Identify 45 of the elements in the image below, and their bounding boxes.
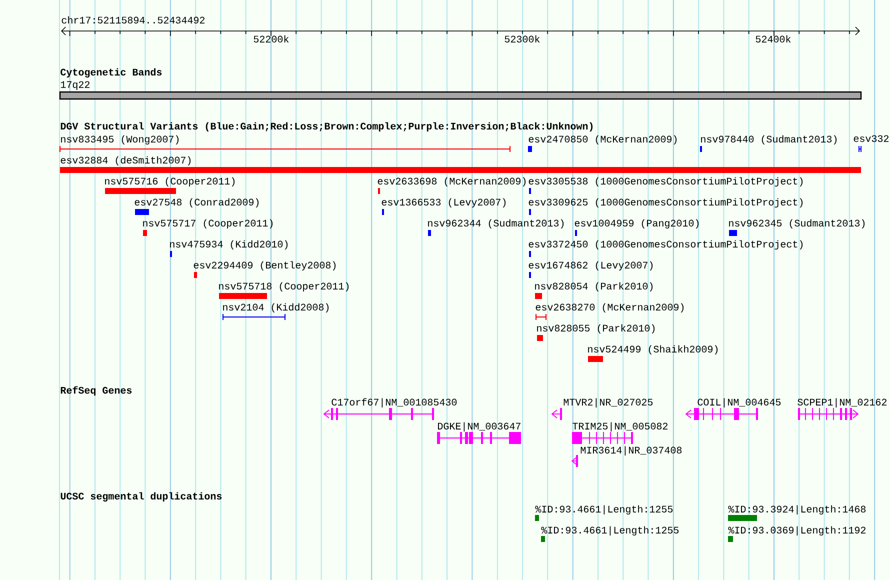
gene-label: MIR3614|NR_037408	[580, 446, 682, 456]
variant-label: esv32884 (deSmith2007)	[60, 156, 191, 166]
variant-label: esv27548 (Conrad2009)	[134, 198, 259, 208]
track-title: UCSC segmental duplications	[60, 492, 222, 502]
coordinate-label: chr17:52115894..52434492	[62, 16, 204, 24]
band-label: 17q22	[60, 81, 90, 90]
variant-label: nsv575716 (Cooper2011)	[105, 177, 235, 187]
variant-label: nsv575718 (Cooper2011)	[219, 282, 349, 292]
track-title: Cytogenetic Bands	[60, 68, 162, 78]
variant-label: nsv475934 (Kidd2010)	[170, 240, 288, 250]
variant-label: esv1674862 (Levy2007)	[528, 261, 653, 271]
variant-label: nsv524499 (Shaikh2009)	[588, 345, 718, 355]
gene-label: TRIM25|NM_005082	[572, 422, 668, 432]
gene-label: SCPEP1|NM_02162	[798, 398, 887, 408]
gene-label: C17orf67|NM_001085430	[332, 398, 457, 408]
axis-tick-label: 52400k	[756, 35, 791, 43]
track-title: RefSeq Genes	[60, 386, 132, 396]
variant-label: nsv962344 (Sudmant2013)	[428, 219, 564, 229]
variant-label: esv2294409 (Bentley2008)	[194, 261, 336, 271]
gene-label: MTVR2|NR_027025	[564, 398, 653, 408]
variant-label: nsv978440 (Sudmant2013)	[701, 135, 837, 145]
variant-label: esv1004959 (Pang2010)	[574, 219, 699, 229]
duplication-label: %ID:93.0369|Length:1192	[728, 526, 866, 536]
track-title: DGV Structural Variants (Blue:Gain;Red:Loss;Brown:Complex;Purple:Inversion;Black:Unknown)	[60, 122, 593, 132]
variant-label: nsv2104 (Kidd2008)	[223, 303, 329, 313]
duplication-label: %ID:93.3924|Length:1468	[728, 505, 866, 515]
variant-label: esv2633698 (McKernan2009)	[378, 177, 526, 187]
duplication-label: %ID:93.4661|Length:1255	[541, 526, 679, 536]
variant-label: nsv575717 (Cooper2011)	[143, 219, 273, 229]
variant-label: nsv962345 (Sudmant2013)	[729, 219, 865, 229]
axis-tick-label: 52300k	[504, 35, 540, 43]
duplication-label: %ID:93.4661|Length:1255	[535, 505, 673, 515]
variant-label: esv332	[854, 135, 889, 142]
variant-label: esv1366533 (Levy2007)	[382, 198, 506, 208]
gene-label: DGKE|NM_003647	[438, 422, 520, 432]
axis-tick-label: 52200k	[254, 35, 289, 43]
variant-label: nsv828055 (Park2010)	[537, 324, 655, 334]
variant-label: nsv828054 (Park2010)	[535, 282, 653, 292]
variant-label: esv2638270 (McKernan2009)	[536, 303, 684, 313]
variant-label: esv3309625 (1000GenomesConsortiumPilotProject)	[528, 198, 803, 208]
variant-label: nsv833495 (Wong2007)	[61, 135, 179, 145]
variant-label: esv2470850 (McKernan2009)	[528, 135, 677, 145]
gene-label: COIL|NM_004645	[698, 398, 781, 408]
variant-label: esv3372450 (1000GenomesConsortiumPilotProject)	[528, 240, 803, 250]
variant-label: esv3305538 (1000GenomesConsortiumPilotProject)	[528, 177, 803, 187]
